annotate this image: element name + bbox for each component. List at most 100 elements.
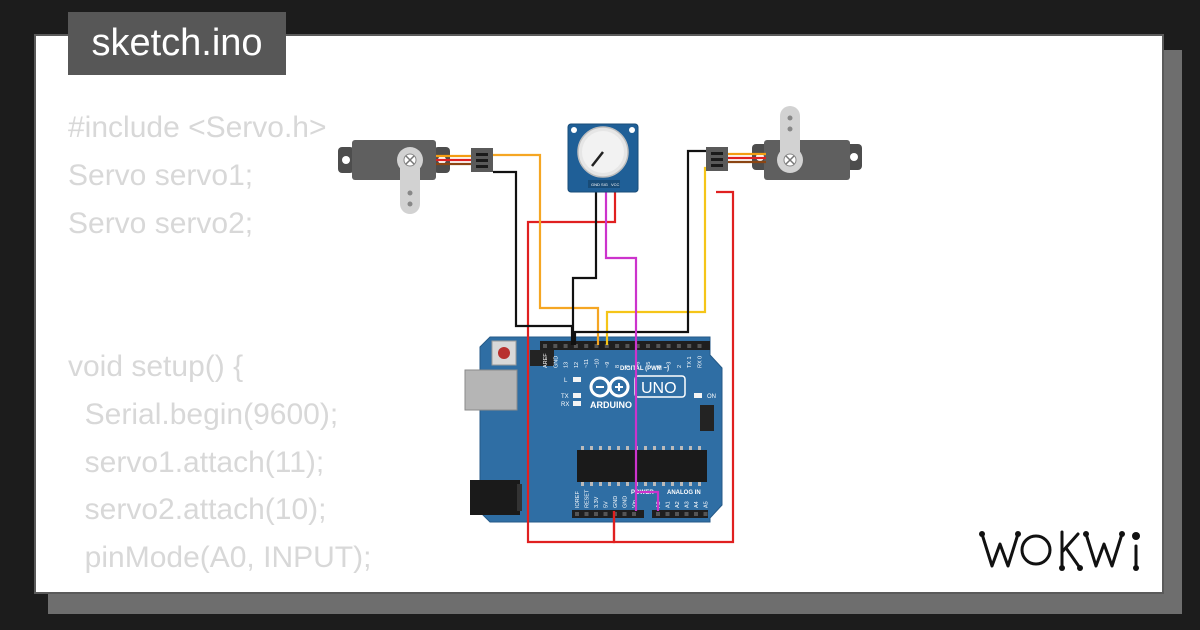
power-pin[interactable] bbox=[632, 512, 636, 516]
power-pin[interactable] bbox=[575, 512, 579, 516]
wires bbox=[493, 149, 735, 544]
digital-pin-label: 13 bbox=[564, 362, 570, 368]
digital-pin[interactable] bbox=[543, 344, 547, 348]
digital-pin[interactable] bbox=[625, 344, 630, 348]
code-line: Servo servo2; bbox=[68, 206, 254, 240]
chip-leg bbox=[698, 482, 701, 486]
analog-pin[interactable] bbox=[665, 512, 670, 516]
chip-leg bbox=[599, 446, 602, 450]
power-pin-label: GND bbox=[623, 496, 629, 508]
chip-leg bbox=[680, 446, 683, 450]
power-jack bbox=[470, 480, 520, 515]
wire-pot-signal bbox=[604, 188, 660, 511]
wire-servo1-gnd bbox=[493, 170, 574, 345]
chip-leg bbox=[608, 482, 611, 486]
digital-pin[interactable] bbox=[635, 344, 640, 348]
code-line: void setup() { bbox=[68, 349, 244, 383]
code-line: Serial.begin(9600); bbox=[68, 397, 339, 431]
wire-servo2-gnd bbox=[573, 149, 708, 345]
digital-pin[interactable] bbox=[666, 344, 671, 348]
l-label: L bbox=[564, 378, 568, 384]
digital-pin[interactable] bbox=[687, 344, 692, 348]
digital-pin-label: ~3 bbox=[667, 362, 673, 368]
file-name-tab: sketch.ino bbox=[68, 12, 286, 75]
analog-pin-label: A3 bbox=[685, 501, 691, 508]
digital-pin-label: TX 1 bbox=[687, 356, 693, 368]
power-pin-label: IOREF bbox=[575, 491, 581, 508]
digital-pin[interactable] bbox=[656, 344, 661, 348]
analog-pin-label: A5 bbox=[704, 501, 710, 508]
icsp-header bbox=[530, 350, 554, 366]
digital-pin-label: 4 bbox=[656, 365, 662, 368]
microcontroller-chip bbox=[577, 450, 707, 482]
chip-leg bbox=[680, 482, 683, 486]
analog-pin[interactable] bbox=[656, 512, 660, 516]
digital-pin[interactable] bbox=[615, 344, 620, 348]
board-brand: ARDUINO bbox=[590, 400, 632, 410]
analog-pin-label: A4 bbox=[694, 501, 700, 508]
chip-leg bbox=[698, 446, 701, 450]
power-pin[interactable] bbox=[584, 512, 589, 516]
code-line: Servo servo1; bbox=[68, 158, 254, 192]
pot-knob-indicator[interactable] bbox=[591, 151, 604, 167]
digital-pin[interactable] bbox=[573, 344, 578, 348]
digital-pin[interactable] bbox=[563, 344, 568, 348]
digital-pin-label: AREF bbox=[543, 353, 549, 368]
chip-leg bbox=[662, 482, 665, 486]
code-line: #include <Servo.h> bbox=[68, 111, 327, 144]
icsp-header bbox=[700, 405, 714, 431]
digital-pin[interactable] bbox=[646, 344, 650, 348]
code-line: pinMode(A0, INPUT); bbox=[68, 541, 372, 575]
chip-leg bbox=[653, 482, 656, 486]
chip-leg bbox=[626, 482, 629, 486]
digital-pin-label: ~11 bbox=[584, 359, 590, 368]
power-pin[interactable] bbox=[622, 512, 627, 516]
digital-pin-label: 8 bbox=[615, 365, 621, 368]
chip-leg bbox=[581, 446, 584, 450]
chip-leg bbox=[590, 482, 593, 486]
chip-leg bbox=[581, 482, 584, 486]
arduino-logo-icon bbox=[589, 376, 630, 398]
chip-leg bbox=[617, 446, 620, 450]
digital-pin-label: 2 bbox=[677, 365, 683, 368]
chip-leg bbox=[671, 446, 674, 450]
digital-pin-label: GND bbox=[553, 356, 559, 368]
wire-pot-gnd bbox=[571, 188, 598, 345]
digital-pin-label: 12 bbox=[574, 362, 580, 368]
digital-pin-label: ~10 bbox=[595, 359, 601, 368]
power-pin-label: 5V bbox=[604, 501, 610, 508]
digital-pin[interactable] bbox=[594, 344, 599, 348]
chip-leg bbox=[662, 446, 665, 450]
chip-leg bbox=[671, 482, 674, 486]
digital-pin[interactable] bbox=[697, 344, 702, 348]
arduino-board: UNO ARDUINO DIGITAL (PWM ~) POWER ANALOG… bbox=[464, 336, 723, 523]
analog-pin[interactable] bbox=[684, 512, 689, 516]
servo-right bbox=[706, 106, 862, 180]
usb-port bbox=[464, 369, 518, 411]
wire-servo2-signal bbox=[605, 166, 708, 345]
rx-label: RX bbox=[561, 402, 569, 408]
digital-pin-label: RX 0 bbox=[698, 356, 704, 368]
digital-pin[interactable] bbox=[584, 344, 589, 348]
power-pin[interactable] bbox=[594, 512, 598, 516]
code-line: servo2.attach(10); bbox=[68, 493, 327, 527]
analog-pin[interactable] bbox=[694, 512, 698, 516]
digital-header bbox=[540, 341, 710, 350]
chip-leg bbox=[626, 446, 629, 450]
chip-leg bbox=[653, 446, 656, 450]
digital-pin-label: ~5 bbox=[646, 362, 652, 368]
power-pin[interactable] bbox=[603, 512, 608, 516]
analog-pin[interactable] bbox=[703, 512, 708, 516]
wire-servo1-signal bbox=[493, 153, 600, 345]
digital-pin[interactable] bbox=[553, 344, 558, 348]
analog-pin[interactable] bbox=[675, 512, 679, 516]
chip-leg bbox=[689, 446, 692, 450]
power-pin-label: RESET bbox=[585, 489, 591, 508]
reset-button-cap[interactable] bbox=[498, 347, 510, 359]
digital-pin[interactable] bbox=[676, 344, 681, 348]
led-on bbox=[694, 393, 702, 398]
power-header bbox=[572, 510, 644, 518]
digital-pin[interactable] bbox=[604, 344, 609, 348]
analog-label: ANALOG IN bbox=[667, 490, 701, 496]
